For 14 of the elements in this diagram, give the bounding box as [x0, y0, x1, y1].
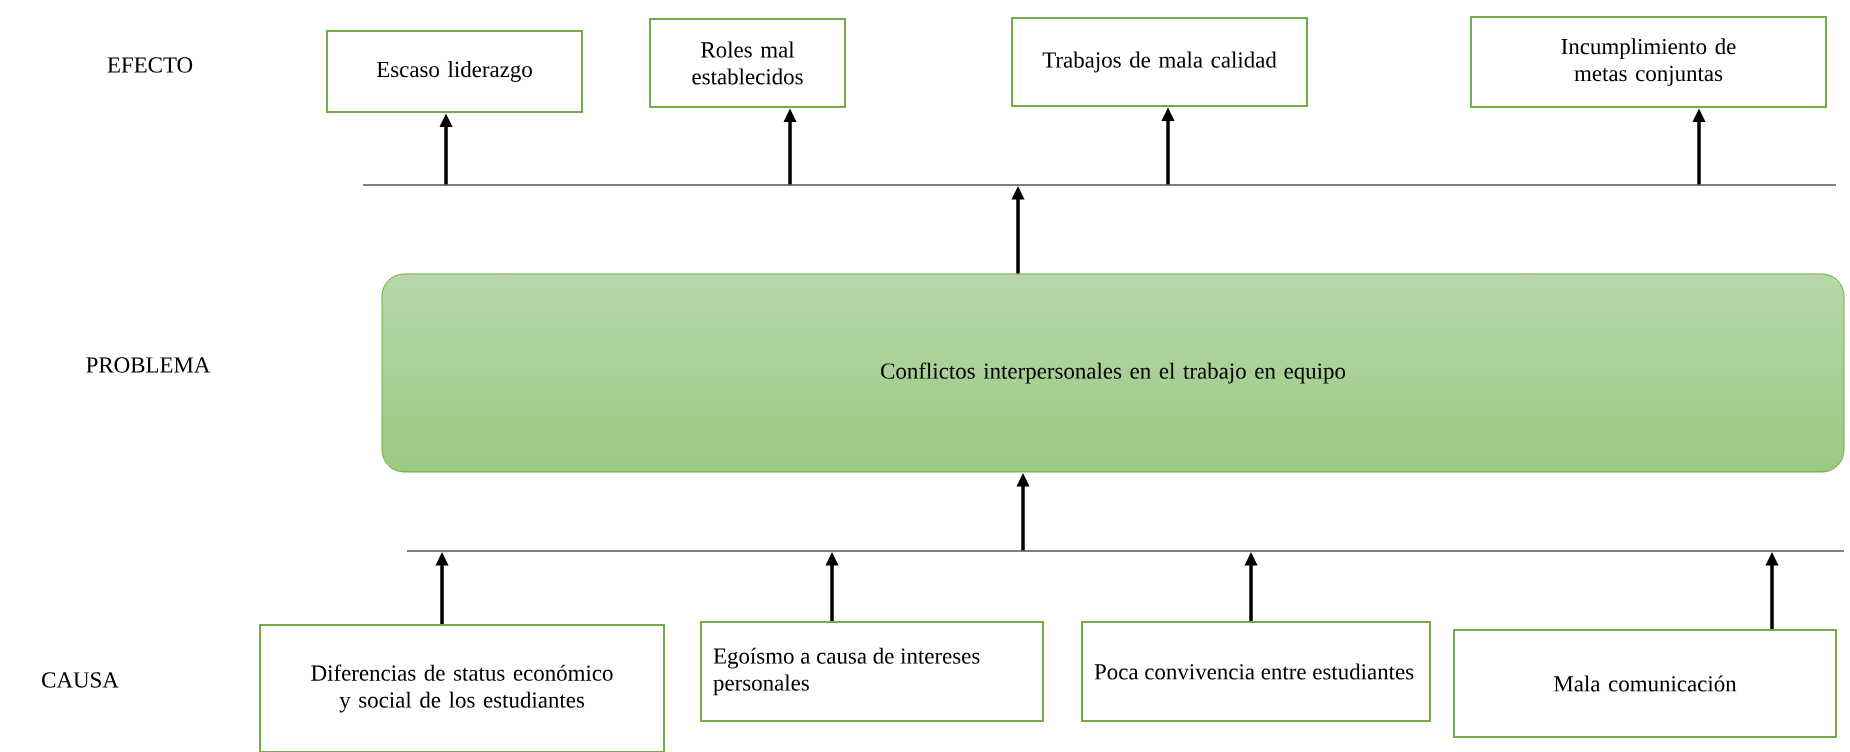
cause-box: Poca convivencia entre estudiantes: [1081, 621, 1431, 722]
effect-box: Trabajos de mala calidad: [1011, 17, 1308, 107]
effect-box: Incumplimiento de metas conjuntas: [1470, 16, 1827, 108]
cause-box: Egoísmo a causa de intereses personales: [700, 621, 1044, 722]
junction-line: [362, 184, 1837, 186]
problem-box: Conflictos interpersonales en el trabajo en equipo: [381, 273, 1845, 473]
level-label: EFECTO: [107, 57, 193, 73]
cause-box: Mala comunicación: [1453, 629, 1837, 738]
level-label: CAUSA: [42, 672, 119, 688]
effect-box: Escaso liderazgo: [326, 30, 583, 113]
junction-line: [406, 550, 1845, 552]
level-label: PROBLEMA: [86, 357, 211, 373]
cause-box: Diferencias de status económico y social de los estudiantes: [259, 624, 665, 752]
effect-box: Roles mal establecidos: [649, 18, 846, 108]
